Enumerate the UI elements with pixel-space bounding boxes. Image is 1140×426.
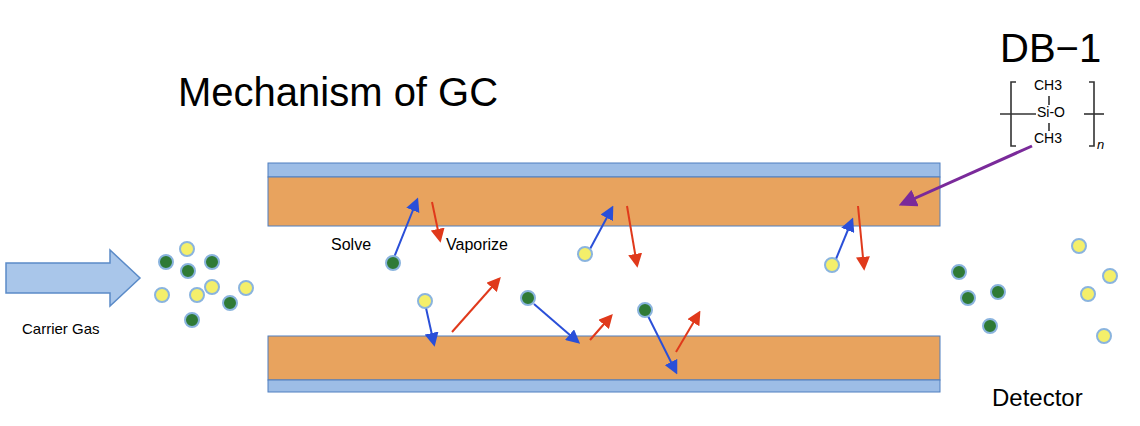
formula-subscript: n [1097, 138, 1104, 152]
formula-group: CH3 [1034, 78, 1062, 93]
stationary-phase [268, 336, 940, 380]
process-label: Solve [331, 236, 371, 254]
outlet-label: Detector [992, 385, 1083, 411]
formula-group: CH3 [1034, 131, 1062, 146]
stationary-phase [268, 177, 940, 226]
molecules [155, 239, 1117, 343]
exchange-arrows [393, 200, 864, 372]
pointer-arrow [902, 146, 1032, 204]
process-label: Vaporize [446, 236, 508, 254]
carrier-gas-arrow [6, 250, 140, 306]
formula-group: Si-O [1037, 105, 1065, 120]
column-wall [268, 163, 940, 177]
inlet-label: Carrier Gas [22, 321, 100, 338]
column-name: DB−1 [1000, 26, 1101, 70]
diagram-title: Mechanism of GC [178, 70, 498, 114]
column-wall [268, 380, 940, 392]
